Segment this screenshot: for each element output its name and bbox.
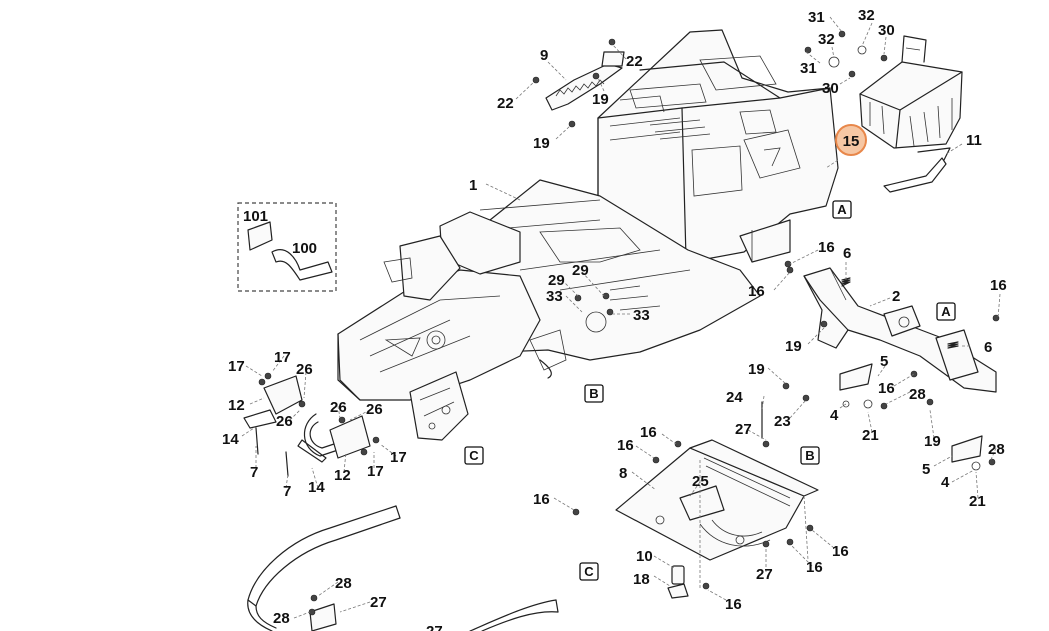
- callout-labels: 31 32 30 32 31 30 9 22 22 19 19 15 11 1 …: [222, 7, 1007, 631]
- part-callout[interactable]: 16: [990, 277, 1007, 294]
- part-callout[interactable]: 30: [878, 22, 895, 39]
- part-callout[interactable]: 31: [800, 60, 817, 77]
- part-callout[interactable]: 14: [222, 431, 239, 448]
- part-callout[interactable]: 16: [533, 491, 550, 508]
- part-callout[interactable]: 6: [843, 245, 851, 262]
- part-callout[interactable]: 9: [540, 47, 548, 64]
- part-callout[interactable]: 26: [296, 361, 313, 378]
- part-callout[interactable]: 23: [774, 413, 791, 430]
- part-callout[interactable]: 22: [497, 95, 514, 112]
- steering-linkage: [243, 375, 371, 477]
- part-callout[interactable]: 22: [626, 53, 643, 70]
- part-callout[interactable]: 17: [274, 349, 291, 366]
- part-callout[interactable]: 26: [330, 399, 347, 416]
- part-callout[interactable]: 16: [725, 596, 742, 613]
- reference-letters: A A B B C C: [464, 200, 956, 581]
- part-callout[interactable]: 6: [984, 339, 992, 356]
- part-callout[interactable]: 12: [228, 397, 245, 414]
- part-callout[interactable]: 11: [966, 132, 982, 149]
- rubber-mount: [667, 565, 689, 599]
- part-callout[interactable]: 16: [617, 437, 634, 454]
- fasteners: [258, 30, 1000, 616]
- part-callout[interactable]: 19: [785, 338, 802, 355]
- ref-label: C: [584, 564, 594, 579]
- part-callout[interactable]: 2: [892, 288, 900, 305]
- part-callout[interactable]: 17: [367, 463, 384, 480]
- part-callout[interactable]: 28: [273, 610, 290, 627]
- part-callout[interactable]: 12: [334, 467, 351, 484]
- part-callout[interactable]: 21: [862, 427, 879, 444]
- part-callout[interactable]: 21: [969, 493, 986, 510]
- seat-adjust-ratchet: [545, 51, 625, 111]
- option-kit-box: [237, 202, 337, 292]
- battery-tray: [859, 35, 963, 149]
- ref-label: B: [805, 448, 814, 463]
- highlighted-callout[interactable]: 15: [843, 133, 860, 150]
- part-callout[interactable]: 29: [548, 272, 565, 289]
- part-callout[interactable]: 24: [726, 389, 743, 406]
- part-callout[interactable]: 30: [822, 80, 839, 97]
- part-callout[interactable]: 14: [308, 479, 325, 496]
- hold-down-bracket: [883, 147, 951, 193]
- part-callout[interactable]: 27: [370, 594, 387, 611]
- part-callout[interactable]: 5: [922, 461, 930, 478]
- ref-label: A: [837, 202, 847, 217]
- part-callout[interactable]: 33: [633, 307, 650, 324]
- main-frame: [337, 29, 839, 441]
- part-callout[interactable]: 26: [366, 401, 383, 418]
- part-callout[interactable]: 18: [633, 571, 650, 588]
- leader-lines: [241, 16, 1001, 619]
- part-callout[interactable]: 19: [924, 433, 941, 450]
- part-callout[interactable]: 10: [636, 548, 653, 565]
- highlight-marker: [835, 124, 867, 156]
- part-callout[interactable]: 19: [533, 135, 550, 152]
- part-callout[interactable]: 27: [426, 623, 443, 631]
- part-callout[interactable]: 33: [546, 288, 563, 305]
- part-callout[interactable]: 16: [806, 559, 823, 576]
- part-callout[interactable]: 28: [988, 441, 1005, 458]
- front-axle-beam: [803, 267, 997, 463]
- part-callout[interactable]: 27: [735, 421, 752, 438]
- part-callout[interactable]: 17: [228, 358, 245, 375]
- part-callout[interactable]: 5: [880, 353, 888, 370]
- ref-label: A: [941, 304, 951, 319]
- mounting-plate: [615, 439, 819, 590]
- part-callout[interactable]: 28: [335, 575, 352, 592]
- part-callout[interactable]: 27: [756, 566, 773, 583]
- part-callout[interactable]: 16: [640, 424, 657, 441]
- part-callout[interactable]: 16: [818, 239, 835, 256]
- part-callout[interactable]: 16: [748, 283, 765, 300]
- part-callout[interactable]: 29: [572, 262, 589, 279]
- part-callout[interactable]: 31: [808, 9, 825, 26]
- part-callout[interactable]: 19: [592, 91, 609, 108]
- part-callout[interactable]: 101: [243, 208, 268, 225]
- part-callout[interactable]: 19: [748, 361, 765, 378]
- part-callout[interactable]: 8: [619, 465, 627, 482]
- part-callout[interactable]: 7: [250, 464, 258, 481]
- part-callout[interactable]: 26: [276, 413, 293, 430]
- part-callout[interactable]: 4: [830, 407, 839, 424]
- part-callout[interactable]: 28: [909, 386, 926, 403]
- part-callout[interactable]: 16: [832, 543, 849, 560]
- part-callout[interactable]: 4: [941, 474, 950, 491]
- part-callout[interactable]: 32: [858, 7, 875, 24]
- part-callout[interactable]: 16: [878, 380, 895, 397]
- part-callout[interactable]: 1: [469, 177, 477, 194]
- ref-label: B: [589, 386, 598, 401]
- part-callout[interactable]: 100: [292, 240, 317, 257]
- part-callout[interactable]: 17: [390, 449, 407, 466]
- part-callout[interactable]: 32: [818, 31, 835, 48]
- front-bumper-tube: [247, 505, 559, 631]
- part-callout[interactable]: 25: [692, 473, 709, 490]
- option-kit: [237, 202, 337, 292]
- part-callout[interactable]: 7: [283, 483, 291, 500]
- ref-label: C: [469, 448, 479, 463]
